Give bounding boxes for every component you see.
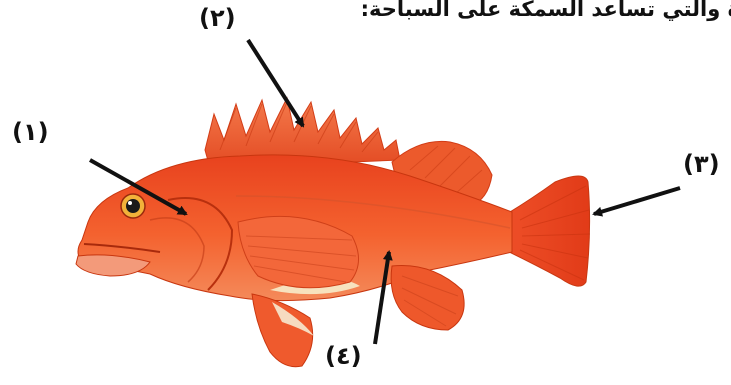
tail-fin [505,176,590,286]
label-3: (٣) [683,150,720,178]
label-1: (١) [12,118,49,146]
label-2: (٢) [199,4,236,32]
arrow-3 [594,188,680,214]
label-4: (٤) [325,342,362,370]
fish-eye [121,194,145,218]
pelvic-fin [252,294,314,367]
anal-fin [391,266,464,331]
